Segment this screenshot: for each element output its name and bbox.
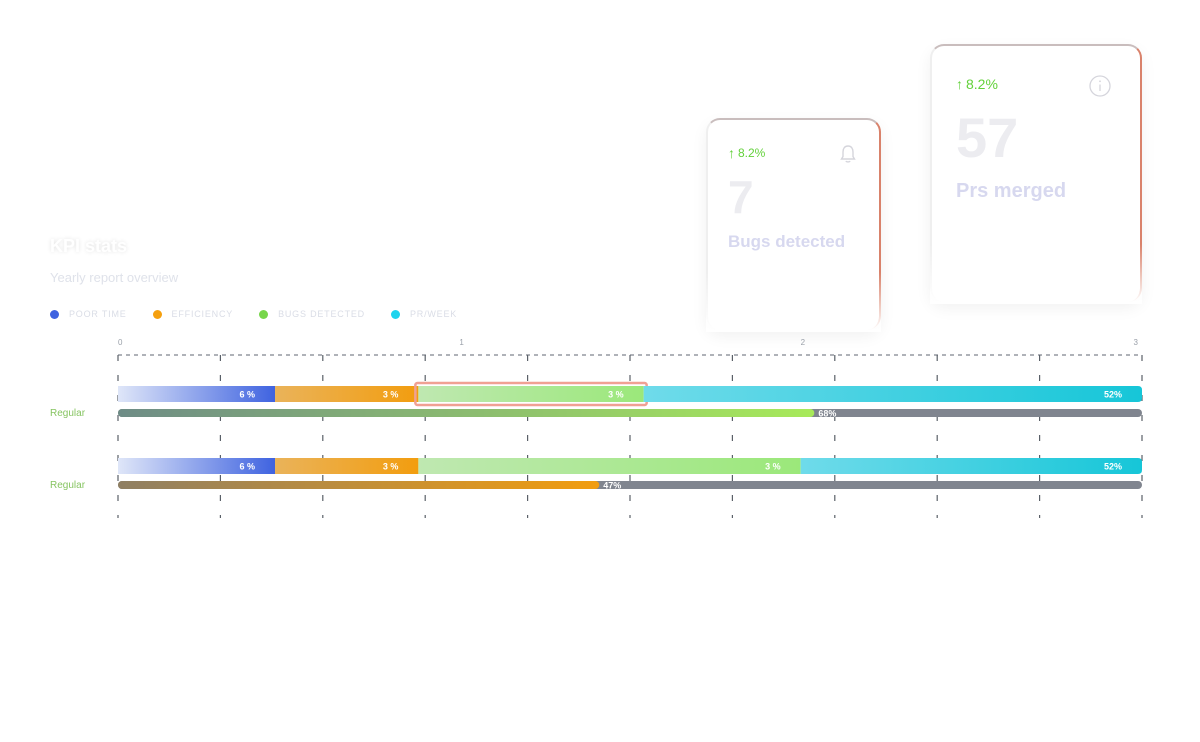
legend-label: PR/WEEK <box>409 309 458 319</box>
segment-label: 6 % <box>239 462 255 472</box>
legend-item-pr-week[interactable]: PR/WEEK <box>390 309 458 319</box>
bugs-trend: ↑ 8.2% <box>728 146 765 160</box>
progress-fill <box>118 409 815 417</box>
progress-label: 47% <box>603 481 621 491</box>
segment-label: 6 % <box>239 390 255 400</box>
progress-label: 68% <box>818 409 836 419</box>
legend-dot <box>259 309 269 319</box>
bugs-detected-card[interactable]: ↑ 8.2% 7 Bugs detected <box>706 118 881 332</box>
segment-label: 52% <box>1104 390 1122 400</box>
bar-segment <box>118 386 276 402</box>
prs-merged-card[interactable]: ↑ 8.2% 57 Prs merged <box>930 44 1142 304</box>
info-icon[interactable] <box>1088 74 1112 98</box>
progress-fill <box>118 481 600 489</box>
bell-icon[interactable] <box>839 144 857 164</box>
segment-label: 3 % <box>383 390 399 400</box>
legend-label: POOR TIME <box>69 309 127 319</box>
segment-label: 52% <box>1104 462 1122 472</box>
legend-item-poor-time[interactable]: POOR TIME <box>50 309 127 319</box>
legend-item-bugs-detected[interactable]: BUGS DETECTED <box>259 309 365 319</box>
bar-segment <box>418 386 644 402</box>
legend-dot <box>50 309 59 319</box>
x-tick-label: 3 <box>1134 338 1139 347</box>
bar-segment <box>275 458 419 474</box>
segment-label: 3 % <box>383 462 399 472</box>
bar-segment <box>118 458 276 474</box>
segment-label: 3 % <box>765 462 781 472</box>
prs-trend-value: 8.2% <box>966 76 998 92</box>
bugs-trend-value: 8.2% <box>738 146 766 160</box>
prs-label: Prs merged <box>956 180 1067 202</box>
row-label: Regular <box>50 408 86 419</box>
row-label: Regular <box>50 480 86 491</box>
prs-value: 57 <box>956 106 1019 169</box>
section-title: KPI stats <box>50 236 128 256</box>
x-tick-label: 0 <box>118 338 123 347</box>
legend-label: EFFICIENCY <box>171 309 234 319</box>
bar-segment <box>800 458 1142 474</box>
arrow-up-icon: ↑ <box>728 145 735 161</box>
bugs-label: Bugs detected <box>728 232 846 251</box>
chart-legend: POOR TIME EFFICIENCY BUGS DETECTED PR/WE… <box>50 309 483 319</box>
bar-segment <box>643 386 1142 402</box>
legend-item-efficiency[interactable]: EFFICIENCY <box>152 309 234 319</box>
legend-label: BUGS DETECTED <box>278 309 365 319</box>
arrow-up-icon: ↑ <box>956 76 963 92</box>
bar-segment <box>418 458 801 474</box>
x-tick-label: 2 <box>801 338 806 347</box>
section-subtitle: Yearly report overview <box>50 270 179 285</box>
bugs-value: 7 <box>728 171 754 223</box>
legend-dot <box>152 309 162 319</box>
legend-dot <box>390 309 400 319</box>
segment-label: 3 % <box>608 390 624 400</box>
bar-segment <box>275 386 419 402</box>
prs-trend: ↑ 8.2% <box>956 76 998 92</box>
x-tick-label: 1 <box>459 338 464 347</box>
